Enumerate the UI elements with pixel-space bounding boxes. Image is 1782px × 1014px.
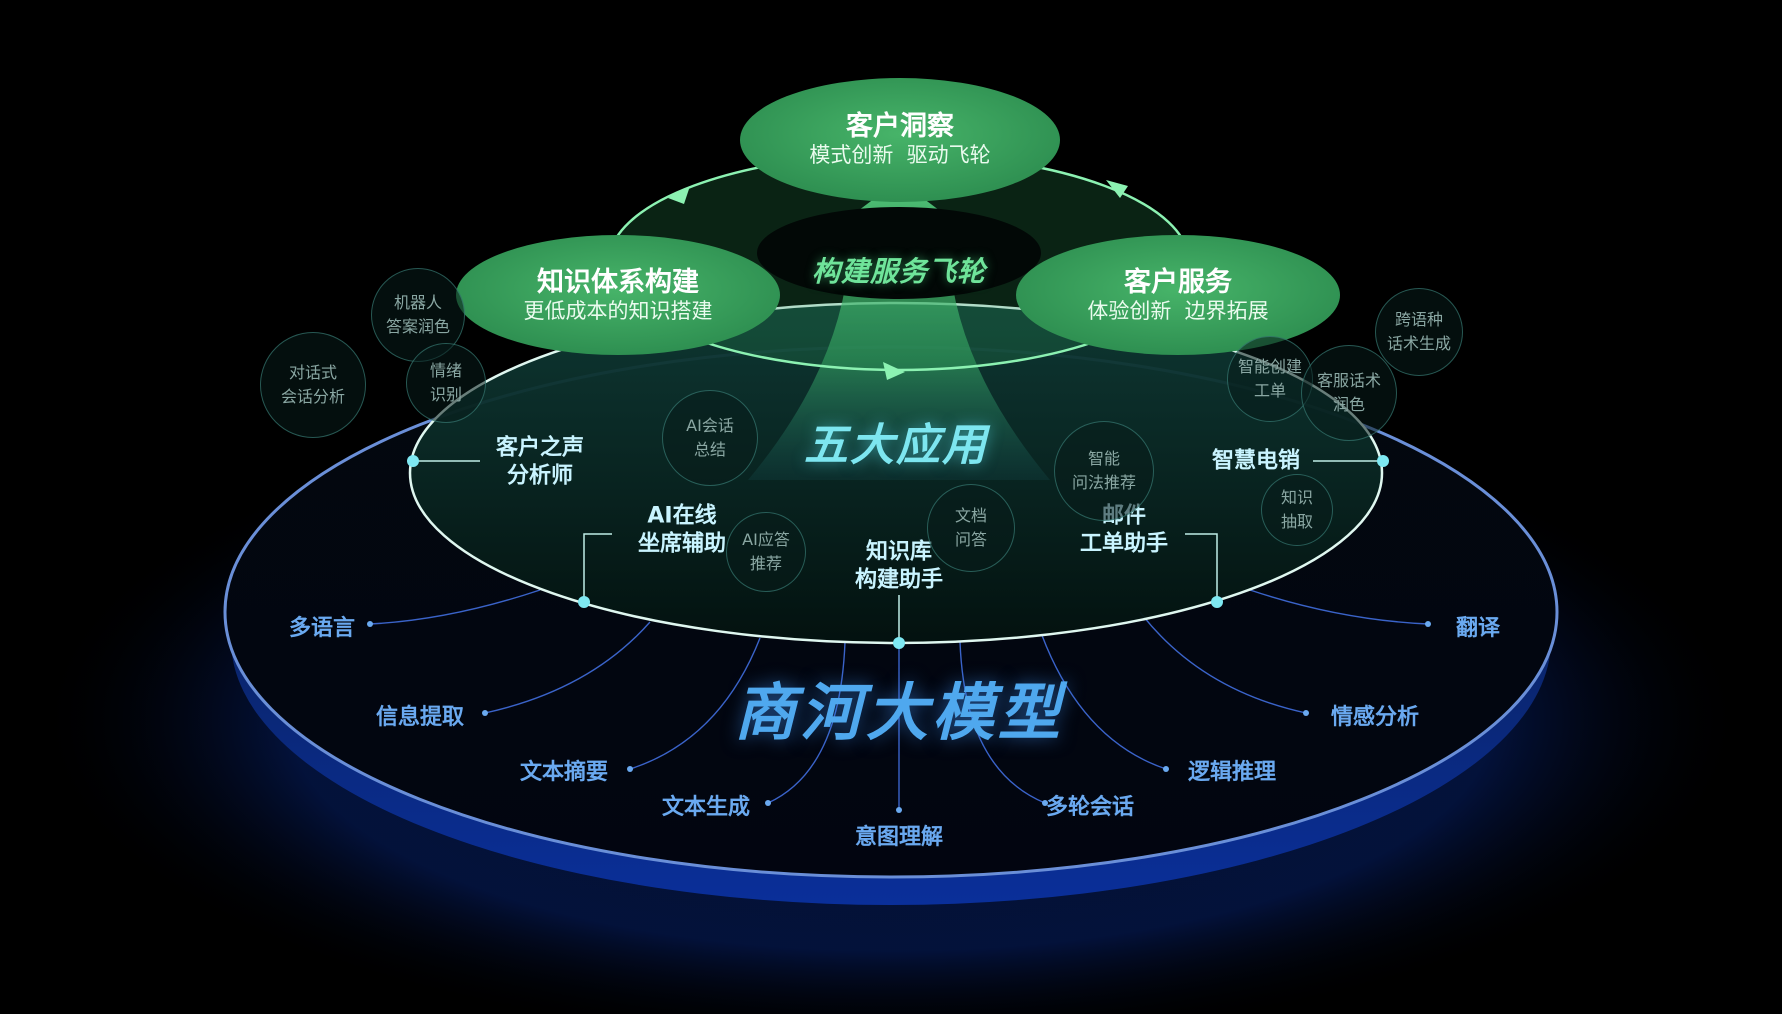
connector-dot [367, 621, 373, 627]
app-dot [407, 455, 419, 467]
capability-label: 翻译 [1455, 616, 1501, 641]
connector-dot [482, 710, 488, 716]
capability-label: 文本生成 [661, 795, 751, 820]
base-model-title: 商河大模型 [733, 676, 1065, 749]
connector-line [1249, 589, 1429, 625]
connector-line [369, 589, 541, 625]
capability-label: 信息提取 [375, 705, 465, 730]
flywheel-hole [757, 207, 1041, 299]
app-connectors [413, 460, 1383, 643]
app-dot [1211, 596, 1223, 608]
app-smart-telesales: 智慧电销 [1211, 448, 1301, 474]
bubble-feature: 知识 抽取 [1261, 474, 1333, 546]
bubble-feature: AI会话 总结 [662, 390, 758, 486]
capability-label: 逻辑推理 [1187, 760, 1277, 785]
app-voice-of-customer: 客户之声 分析师 [495, 435, 585, 489]
capability-label: 文本摘要 [519, 760, 609, 785]
bubble-feature: 智能创建 工单 [1227, 336, 1313, 422]
bubble-feature: 智能 问法推荐 [1054, 421, 1154, 521]
rising-arrow [748, 180, 1050, 480]
connector-line [583, 533, 612, 602]
connector-line [959, 641, 1046, 804]
app-ai-agent-assist: AI在线 坐席辅助 [637, 503, 727, 557]
capability-label: 多语言 [288, 616, 356, 641]
bubble-feature: 客服话术 润色 [1301, 345, 1397, 441]
bubble-feature: 情绪 识别 [406, 343, 486, 423]
service-title: 客户服务 [1123, 267, 1232, 299]
connector-dot [1042, 800, 1048, 806]
service-ellipse [1016, 235, 1340, 355]
service-subtitle: 体验创新 边界拓展 [1087, 299, 1269, 324]
insight-subtitle: 模式创新 驱动飞轮 [809, 143, 991, 168]
app-dot [893, 637, 905, 649]
connector-line [1039, 629, 1167, 770]
connector-line [1185, 533, 1218, 602]
app-dot [578, 596, 590, 608]
connector-dot [1425, 621, 1431, 627]
insight-title: 客户洞察 [845, 111, 954, 143]
bubble-feature: 跨语种 话术生成 [1375, 288, 1463, 376]
insight-ellipse [740, 78, 1060, 202]
bubble-feature: 文档 问答 [927, 484, 1015, 572]
insight-node: 客户洞察 模式创新 驱动飞轮 [809, 111, 990, 169]
capability-label: 意图理解 [854, 825, 944, 850]
service-node: 客户服务 体验创新 边界拓展 [1087, 267, 1268, 325]
connector-line [629, 637, 761, 770]
app-dots [407, 455, 1389, 649]
ring-arrow-icon [668, 186, 690, 204]
knowledge-node: 知识体系构建 更低成本的知识搭建 [524, 267, 713, 325]
connector-dot [627, 766, 633, 772]
connector-line [1139, 611, 1307, 714]
connector-dot [1303, 710, 1309, 716]
five-apps-title: 五大应用 [804, 420, 988, 471]
connector-dot [1163, 766, 1169, 772]
flywheel-label: 构建服务飞轮 [811, 255, 987, 288]
bubble-feature: 对话式 会话分析 [260, 332, 366, 438]
connector-dot [765, 800, 771, 806]
bubble-feature: AI应答 推荐 [726, 512, 806, 592]
knowledge-ellipse [456, 235, 780, 355]
ring-arrow-icon [883, 362, 905, 380]
capability-connectors [367, 589, 1431, 813]
connector-line [484, 621, 651, 714]
ring-arrow-icon [1106, 180, 1128, 198]
capability-label: 多轮会话 [1045, 795, 1135, 820]
connector-line [767, 641, 846, 804]
app-knowledge-builder: 知识库 构建助手 [854, 539, 944, 593]
knowledge-title: 知识体系构建 [537, 267, 699, 299]
app-dot [1377, 455, 1389, 467]
knowledge-subtitle: 更低成本的知识搭建 [523, 299, 713, 324]
connector-dot [896, 807, 902, 813]
capability-label: 情感分析 [1330, 705, 1420, 730]
